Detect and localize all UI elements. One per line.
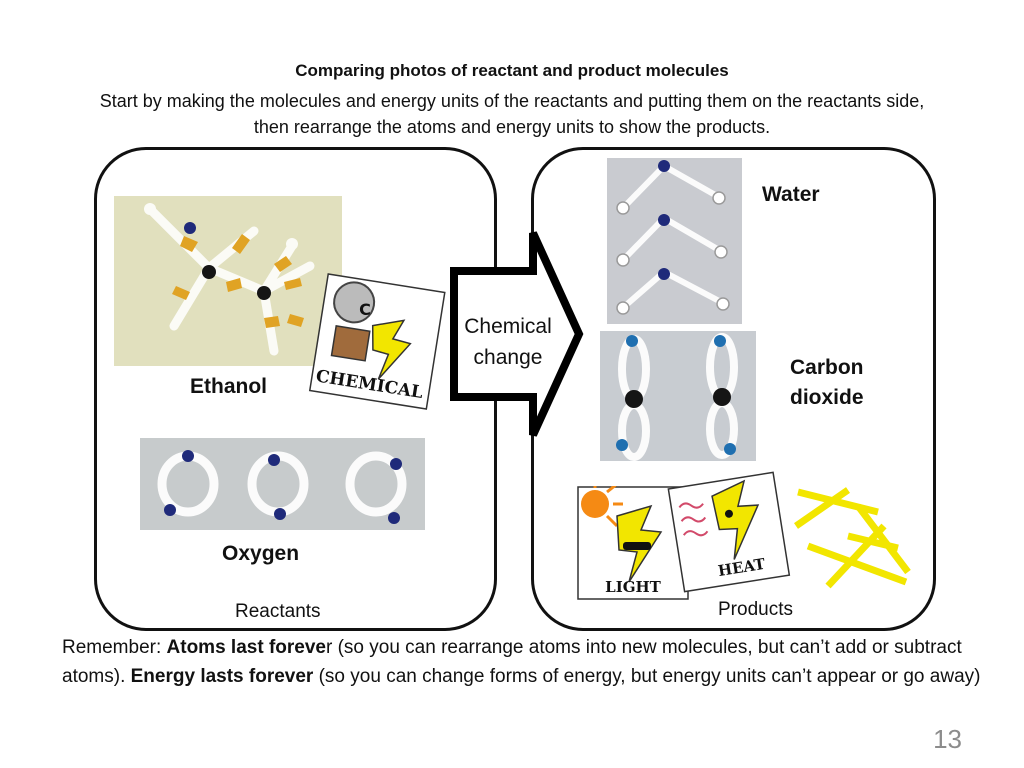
ethanol-label: Ethanol: [190, 375, 267, 398]
chemical-change-label: Chemical change: [455, 311, 561, 373]
carbon-dioxide-label: Carbon dioxide: [790, 353, 864, 413]
heat-energy-card: HEAT: [667, 471, 791, 593]
remember-text-energy: (so you can change forms of energy, but …: [313, 666, 981, 687]
water-label: Water: [762, 183, 820, 206]
chemical-energy-card: CHEMICAL C: [308, 273, 446, 410]
co2-label-line1: Carbon: [790, 356, 864, 379]
remember-text-atoms: r (so you can rearrange atoms into new m…: [62, 637, 962, 687]
slide-title: Comparing photos of reactant and product…: [295, 61, 729, 80]
energy-unit-sticks: [794, 487, 911, 589]
chemical-card-letter: C: [359, 300, 371, 319]
water-photo: [607, 158, 742, 324]
carbon-dioxide-photo: [600, 331, 756, 461]
co2-label-line2: dioxide: [790, 386, 864, 409]
products-caption: Products: [718, 599, 793, 620]
remember-note: Remember: Atoms last forever (so you can…: [62, 633, 982, 691]
slide-intro: Start by making the molecules and energy…: [99, 91, 925, 137]
oxygen-label: Oxygen: [222, 542, 300, 565]
page-number: 13: [933, 724, 962, 754]
ethanol-photo: [114, 196, 342, 366]
arrow-label-line1: Chemical: [464, 315, 552, 338]
oxygen-photo: [140, 438, 425, 530]
arrow-label-line2: change: [473, 346, 543, 369]
remember-bold-atoms: Atoms last foreve: [166, 637, 326, 658]
remember-bold-energy: Energy lasts forever: [130, 666, 314, 687]
chemical-change-arrow: [450, 231, 584, 437]
remember-prefix: Remember:: [62, 637, 167, 658]
reactants-caption: Reactants: [235, 601, 321, 622]
light-card-text: LIGHT: [605, 578, 662, 596]
